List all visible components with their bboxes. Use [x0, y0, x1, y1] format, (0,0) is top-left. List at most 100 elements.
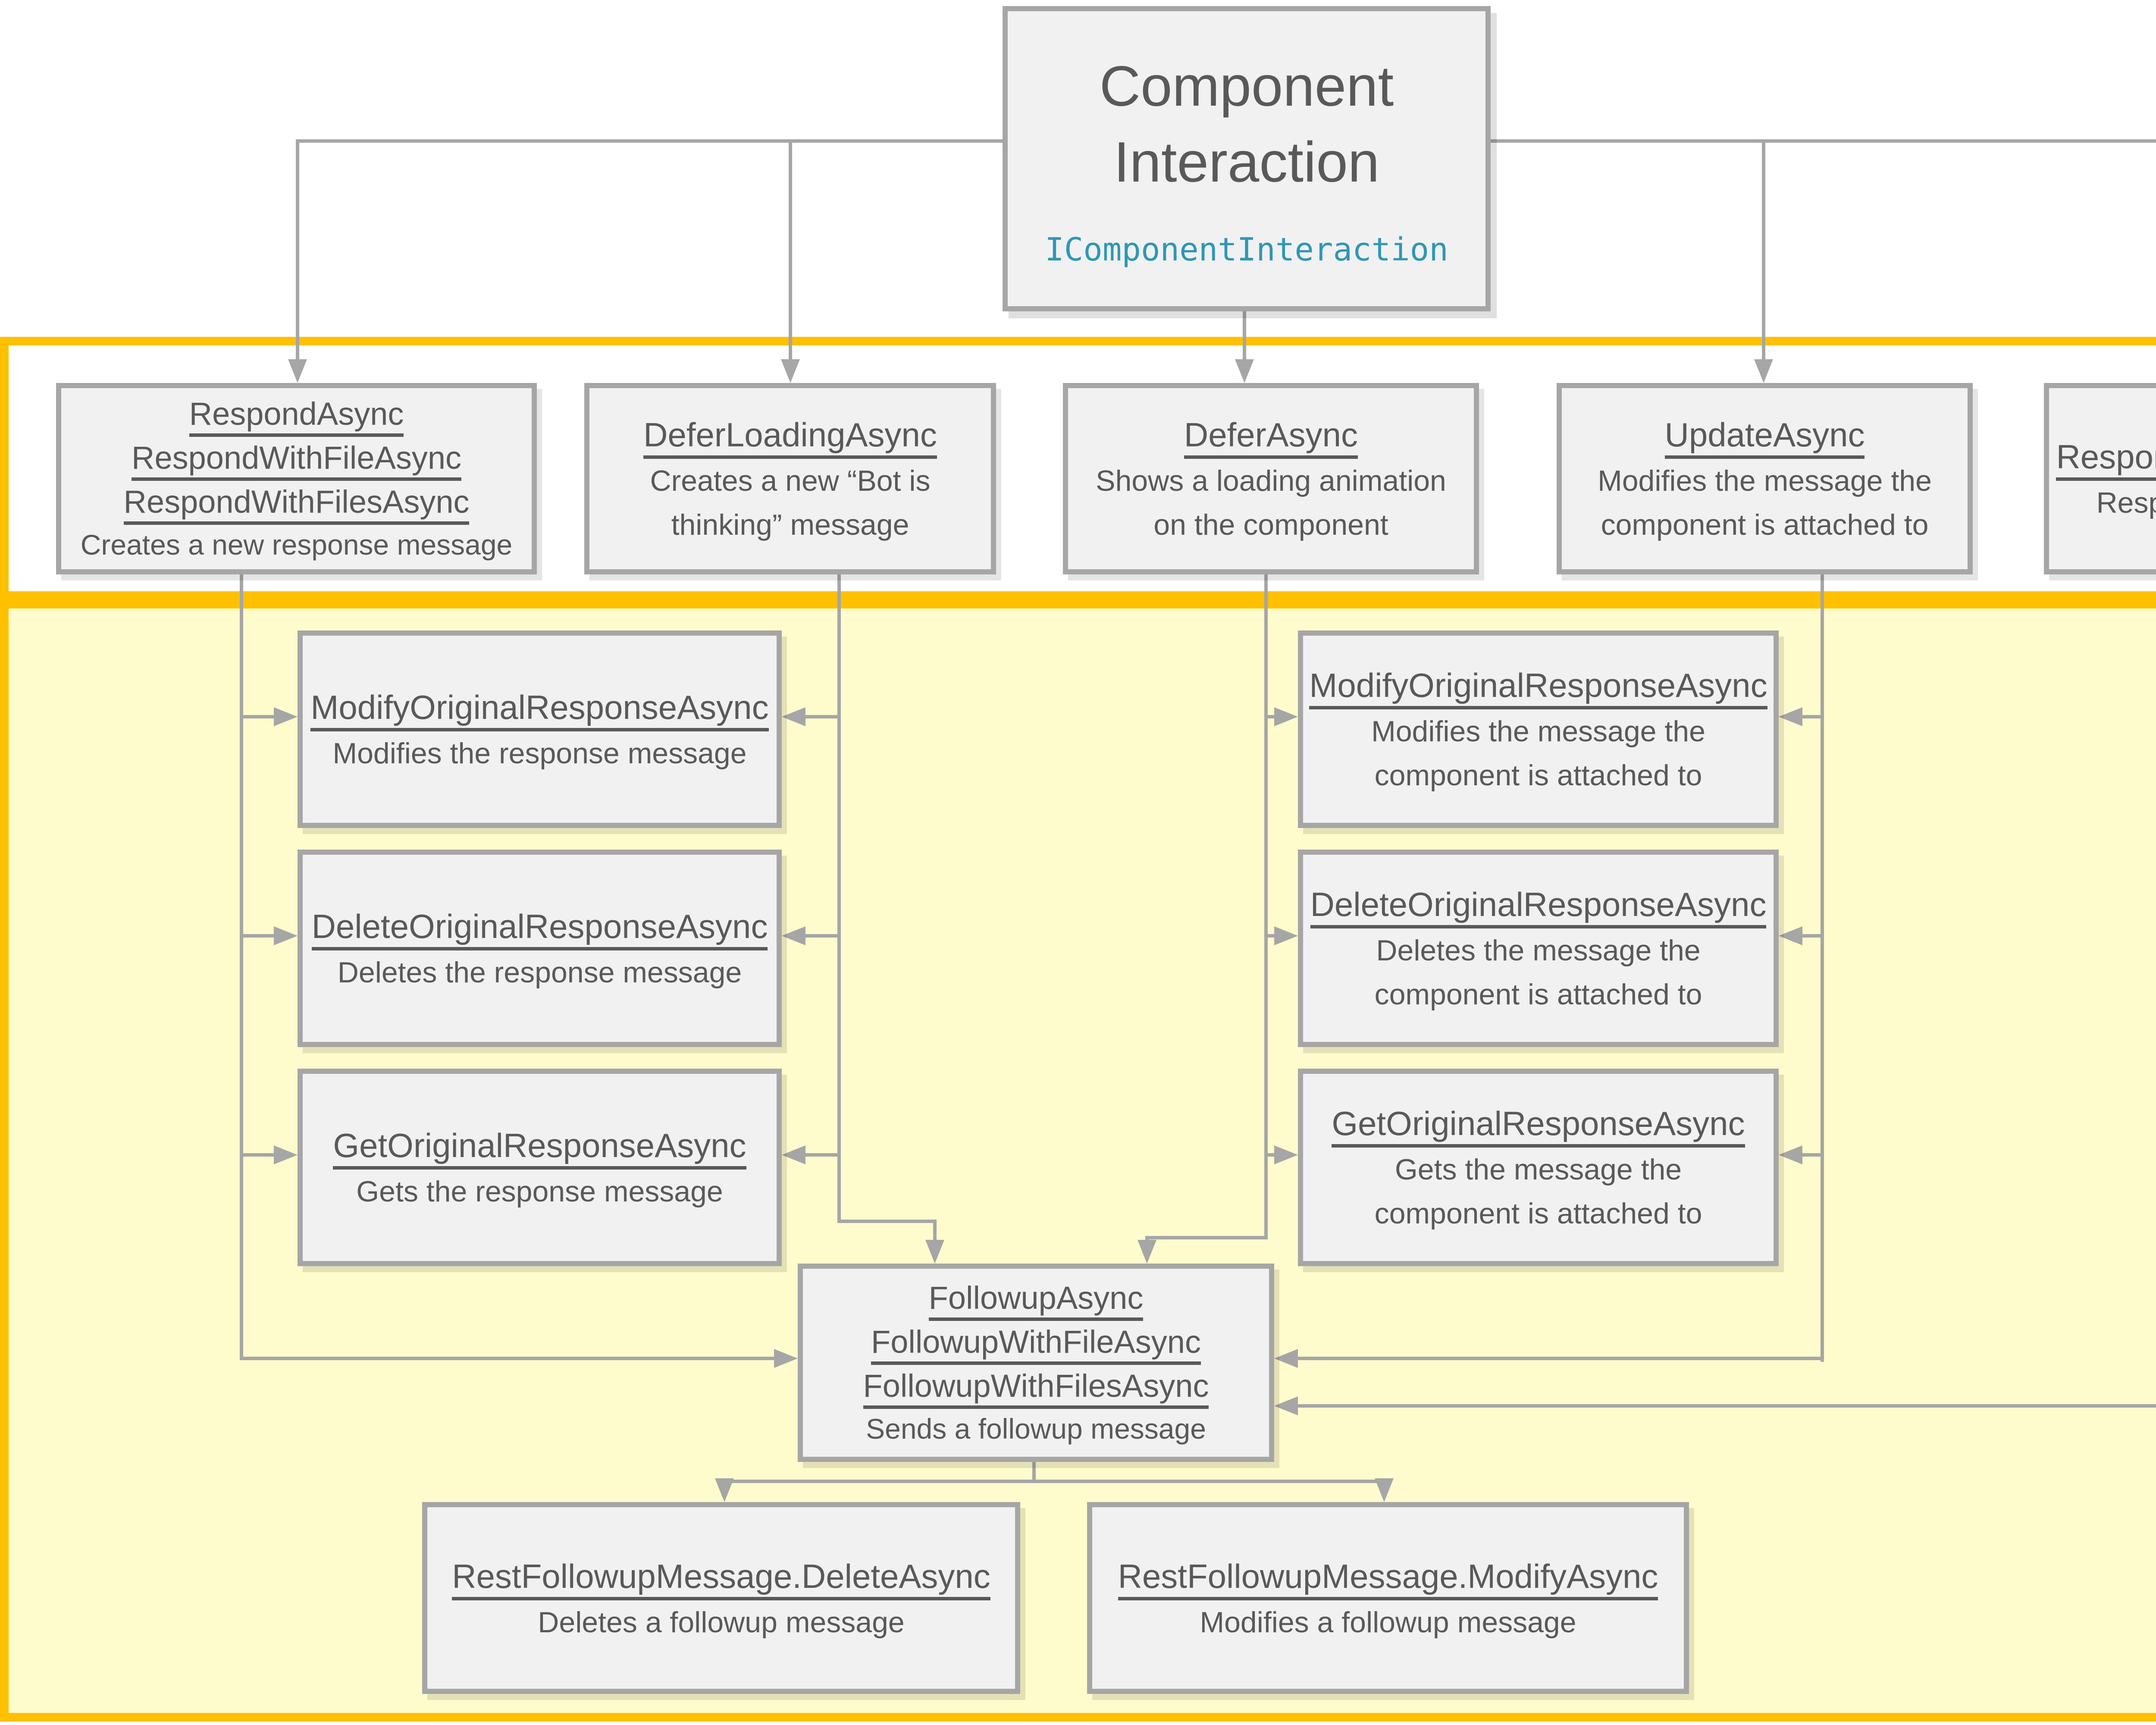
box-modify-original-response-mid: ModifyOriginalResponseAsync Modifies the…	[1298, 630, 1779, 828]
connector-stub	[240, 715, 274, 718]
box-get-original-response-mid: GetOriginalResponseAsync Gets the messag…	[1298, 1069, 1779, 1266]
arrowhead	[1375, 1478, 1394, 1502]
box-rest-followup-delete: RestFollowupMessage.DeleteAsync Deletes …	[422, 1502, 1020, 1694]
arrowhead	[925, 1240, 944, 1264]
method-desc: Gets the response message	[356, 1175, 723, 1208]
arrowhead	[782, 707, 805, 726]
connector-bus-left	[298, 139, 1003, 143]
arrowhead	[1274, 1145, 1298, 1164]
method-name: DeferAsync	[1184, 416, 1358, 459]
method-desc: Modifies the response message	[332, 737, 747, 770]
method-name: FollowupWithFilesAsync	[863, 1368, 1209, 1409]
method-name: DeferLoadingAsync	[643, 416, 937, 459]
arrowhead	[1274, 1349, 1298, 1368]
box-update-async: UpdateAsync Modifies the message the com…	[1557, 383, 1973, 574]
box-delete-original-response-mid: DeleteOriginalResponseAsync Deletes the …	[1298, 850, 1779, 1047]
connector-drop-defer-loading	[789, 139, 792, 361]
connector-feeder-defer-loading	[837, 574, 841, 1223]
method-name: DeleteOriginalResponseAsync	[1310, 885, 1767, 928]
arrowhead	[1274, 1396, 1298, 1415]
box-defer-loading-async: DeferLoadingAsync Creates a new “Bot is …	[584, 383, 996, 574]
arrowhead	[781, 359, 800, 383]
connector-feeder-defer	[1264, 574, 1268, 1239]
arrowhead	[274, 707, 298, 726]
method-name: ModifyOriginalResponseAsync	[1309, 666, 1767, 709]
arrowhead	[1754, 359, 1773, 383]
connector-stub	[1268, 1153, 1274, 1157]
method-name: DeleteOriginalResponseAsync	[311, 907, 768, 950]
connector-elbow	[837, 1220, 937, 1223]
arrowhead	[288, 359, 307, 383]
method-name: UpdateAsync	[1664, 416, 1865, 459]
arrowhead	[1274, 707, 1298, 726]
method-desc: component is attached to	[1374, 759, 1702, 792]
arrowhead	[1779, 926, 1802, 945]
method-desc: thinking” message	[671, 508, 909, 541]
connector-stub	[1802, 934, 1822, 938]
arrowhead	[1779, 707, 1802, 726]
diagram-title-line: Component	[1099, 54, 1394, 118]
method-name: ModifyOriginalResponseAsync	[310, 688, 769, 731]
connector-stub	[240, 934, 274, 938]
method-desc: Modifies the message the	[1598, 464, 1932, 497]
connector-followup-out	[1032, 1462, 1036, 1483]
component-interaction-box: Component Interaction IComponentInteract…	[1003, 6, 1491, 311]
method-desc: component is attached to	[1374, 1197, 1702, 1230]
method-name: RestFollowupMessage.DeleteAsync	[452, 1557, 990, 1600]
box-rest-followup-modify: RestFollowupMessage.ModifyAsync Modifies…	[1087, 1502, 1689, 1694]
method-desc: Modifies a followup message	[1200, 1606, 1576, 1639]
connector-drop-update	[1762, 139, 1765, 361]
method-desc: Deletes the response message	[337, 956, 742, 989]
arrowhead	[782, 1145, 805, 1164]
method-desc: Creates a new response message	[80, 529, 513, 561]
diagram-title-line: Interaction	[1113, 130, 1380, 194]
arrowhead	[274, 926, 298, 945]
box-followup-async: FollowupAsync FollowupWithFileAsync Foll…	[798, 1264, 1274, 1462]
connector-drop-respond	[296, 139, 299, 361]
method-name: RestFollowupMessage.ModifyAsync	[1118, 1557, 1658, 1600]
method-name: GetOriginalResponseAsync	[1332, 1104, 1745, 1148]
connector-split	[723, 1480, 1388, 1483]
connector-to-followup-right	[1298, 1357, 1824, 1360]
box-modify-original-response-left: ModifyOriginalResponseAsync Modifies the…	[298, 630, 782, 828]
arrowhead	[1274, 926, 1298, 945]
method-name: RespondWithModalAsync	[2056, 438, 2156, 481]
connector-stub	[1802, 715, 1822, 718]
method-desc: on the component	[1153, 508, 1388, 541]
box-respond-async: RespondAsync RespondWithFileAsync Respon…	[56, 383, 537, 574]
connector-feeder-respond	[240, 574, 243, 1360]
connector-stub	[1268, 715, 1274, 718]
method-name: RespondAsync	[189, 396, 404, 437]
arrowhead	[1779, 1145, 1802, 1164]
method-desc: component is attached to	[1374, 978, 1702, 1011]
connector-feeder-update	[1821, 574, 1824, 1362]
box-defer-async: DeferAsync Shows a loading animation on …	[1063, 383, 1479, 574]
method-name: FollowupWithFileAsync	[871, 1324, 1201, 1365]
arrowhead	[715, 1478, 734, 1502]
arrowhead	[774, 1349, 798, 1368]
connector-stub	[805, 1153, 839, 1157]
method-desc: Sends a followup message	[866, 1413, 1206, 1445]
method-desc: Deletes a followup message	[538, 1606, 905, 1639]
arrowhead	[1138, 1240, 1156, 1264]
method-desc: Creates a new “Bot is	[650, 464, 931, 497]
box-get-original-response-left: GetOriginalResponseAsync Gets the respon…	[298, 1069, 782, 1266]
connector-to-followup-left	[240, 1357, 774, 1360]
connector-bus-right	[1490, 139, 2156, 143]
interface-name: IComponentInteraction	[1045, 231, 1448, 268]
connector-stub	[805, 715, 839, 718]
connector-drop-defer	[1243, 311, 1246, 361]
connector-stub	[1802, 1153, 1822, 1157]
connector-stub	[240, 1153, 274, 1157]
arrowhead	[782, 926, 805, 945]
method-desc: Shows a loading animation	[1096, 464, 1446, 497]
connector-elbow	[1145, 1236, 1149, 1242]
connector-stub	[1268, 934, 1274, 938]
method-name: RespondWithFilesAsync	[123, 484, 470, 525]
method-desc: component is attached to	[1601, 508, 1929, 541]
method-name: RespondWithFileAsync	[132, 440, 461, 481]
connector-stub	[805, 934, 839, 938]
connector-elbow	[1145, 1236, 1268, 1239]
method-desc: Gets the message the	[1395, 1153, 1682, 1186]
